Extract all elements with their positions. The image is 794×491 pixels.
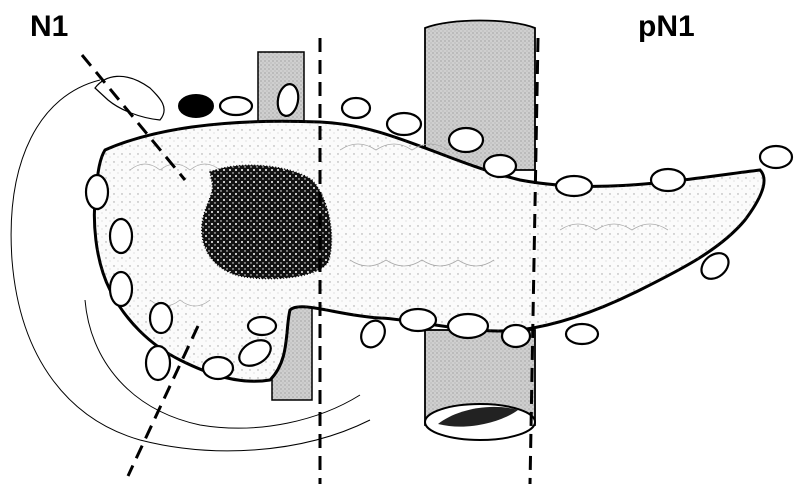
lymph-node (449, 128, 483, 152)
lymph-node (110, 272, 132, 306)
lymph-node (146, 346, 170, 380)
lymph-node (448, 314, 488, 338)
lymph-node (86, 175, 108, 209)
lymph-node (760, 146, 792, 168)
lymph-node (356, 316, 389, 351)
label-pn1: pN1 (638, 12, 695, 42)
tumor (202, 165, 332, 278)
lymph-node (248, 317, 276, 335)
lymph-node (203, 357, 233, 379)
lymph-node-positive (179, 95, 213, 117)
lymph-node (150, 303, 172, 333)
label-n1: N1 (30, 12, 68, 42)
lymph-node (651, 169, 685, 191)
lymph-node (566, 324, 598, 344)
lymph-node (400, 309, 436, 331)
lymph-node (110, 219, 132, 253)
lymph-node (387, 113, 421, 135)
lymph-node (556, 176, 592, 196)
lymph-node (502, 325, 530, 347)
lymph-node (220, 97, 252, 115)
lymph-node (342, 98, 370, 118)
lymph-node (484, 155, 516, 177)
